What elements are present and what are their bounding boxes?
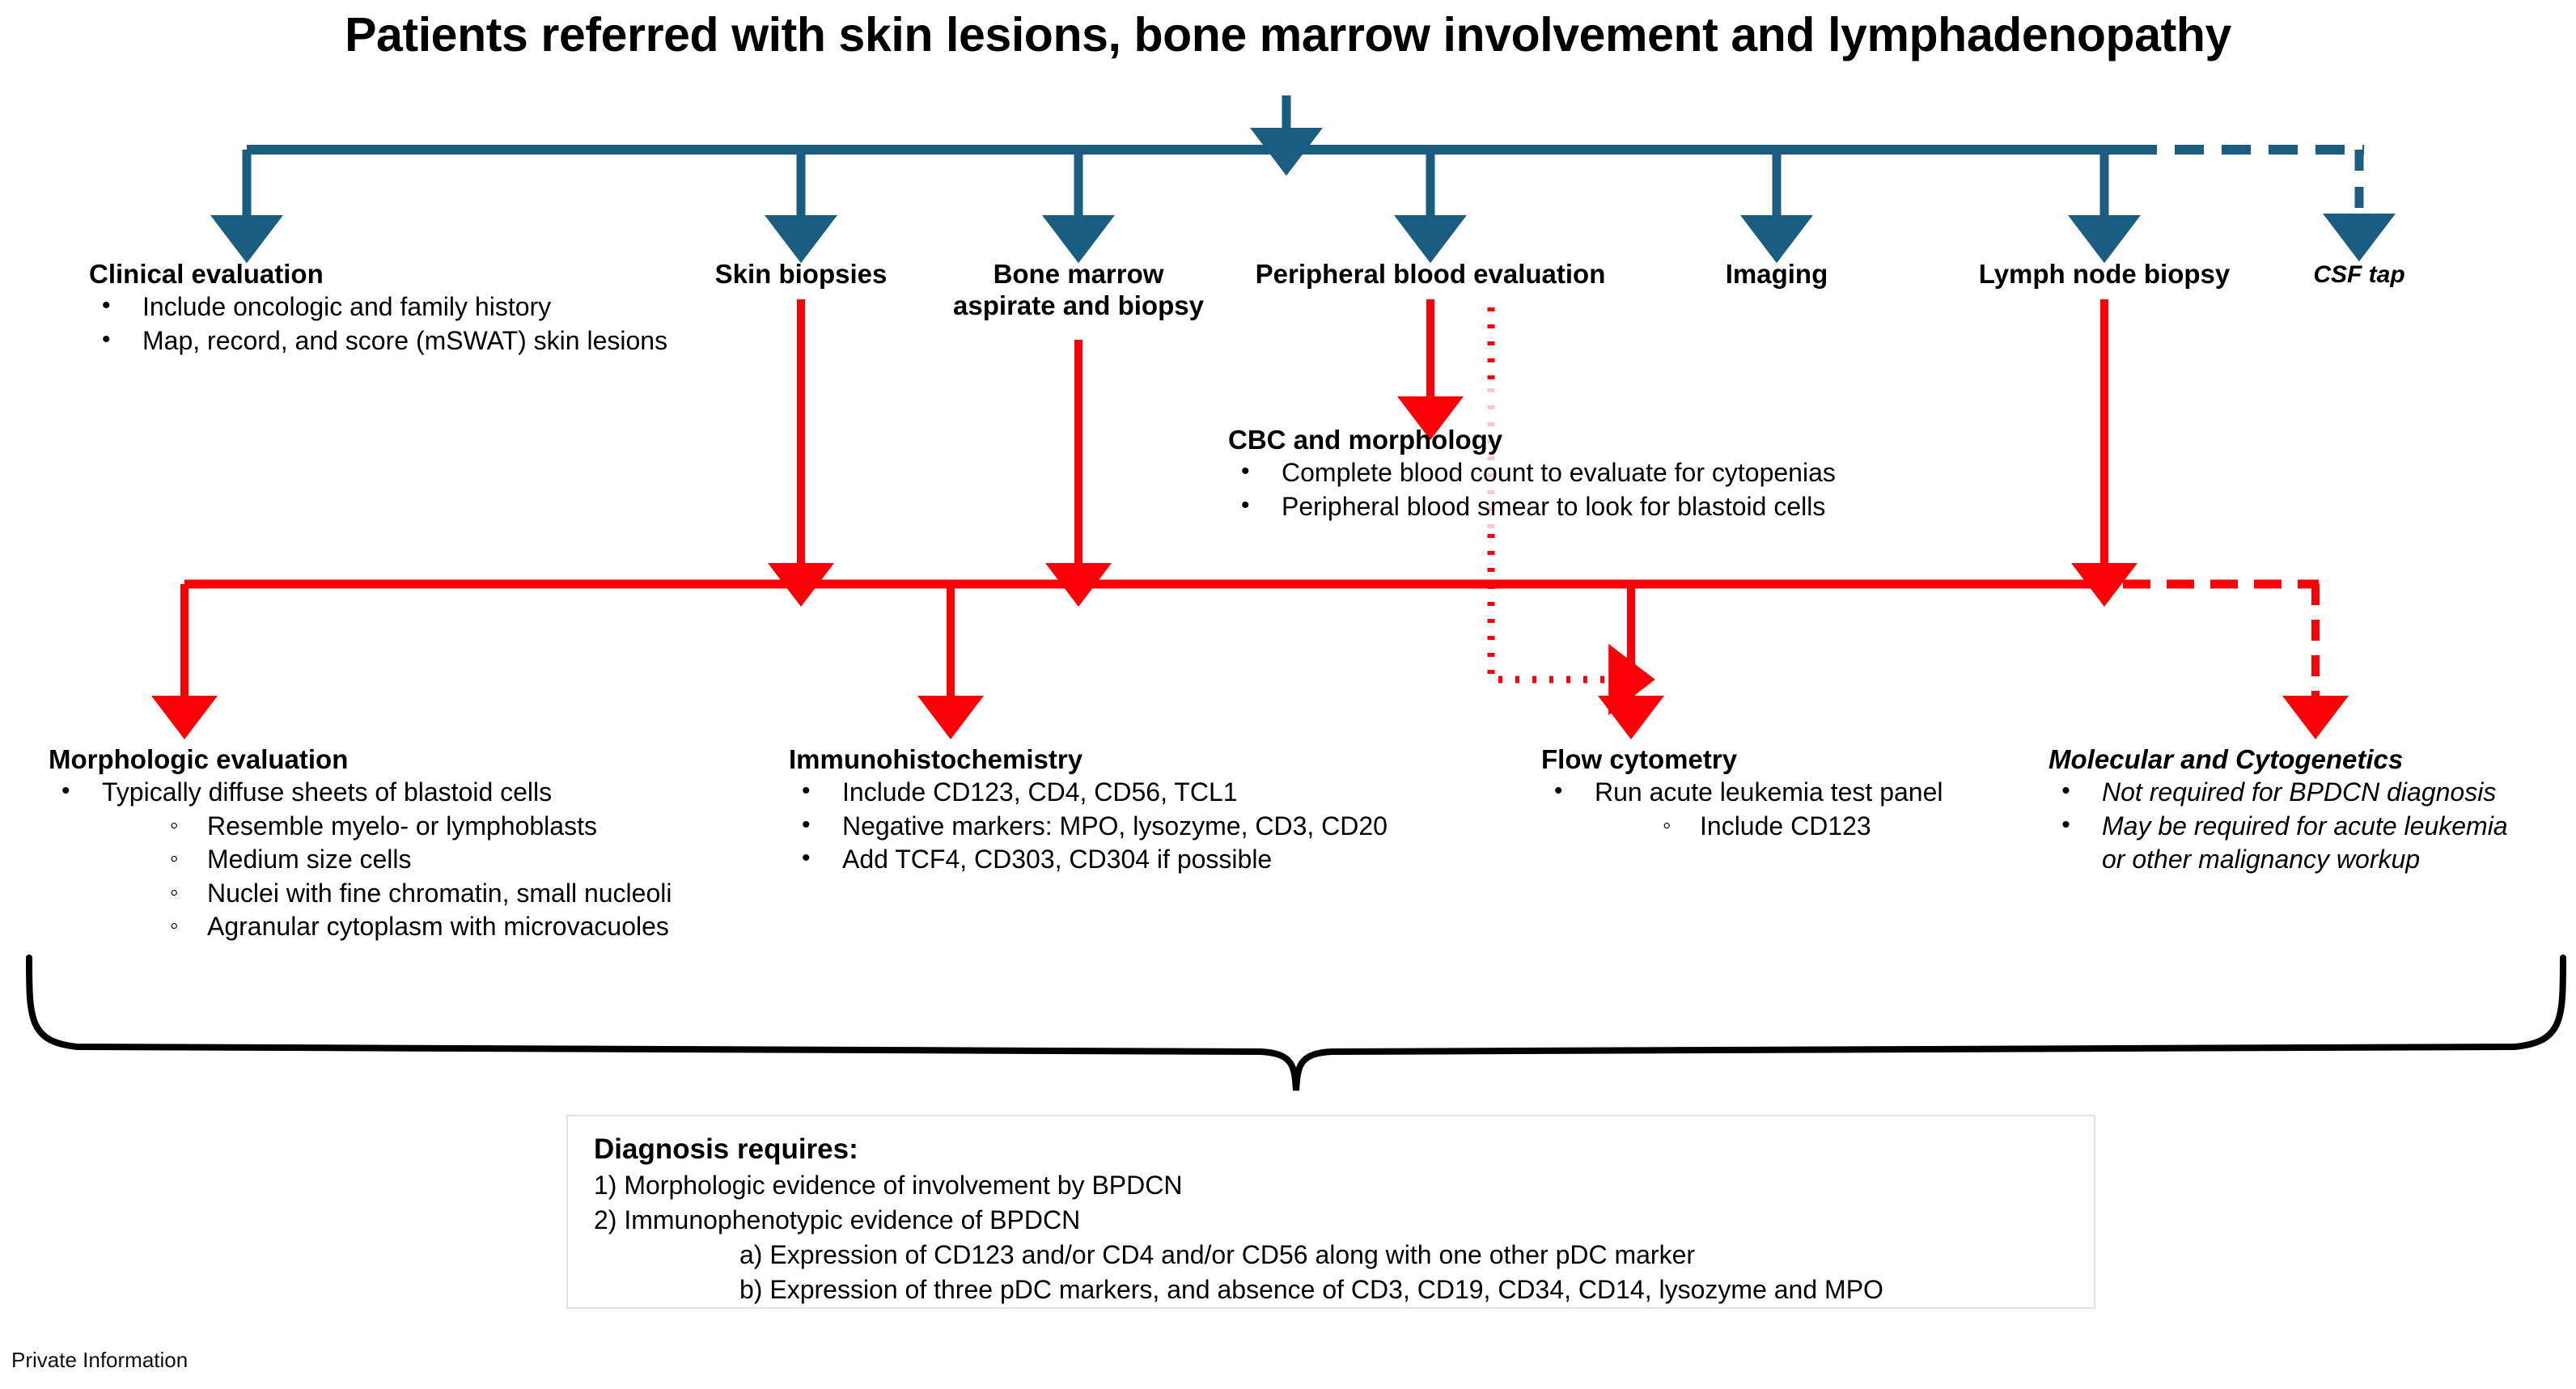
diagnosis-requires-box: Diagnosis requires: 1) Morphologic evide… — [566, 1115, 2095, 1309]
bone-marrow-header-line1: Bone marrow — [993, 259, 1164, 289]
immunohistochemistry-header: Immunohistochemistry — [789, 744, 1083, 774]
node-immunohistochemistry: Immunohistochemistry Include CD123, CD4,… — [789, 744, 1501, 877]
cbc-bullet: Complete blood count to evaluate for cyt… — [1228, 455, 2005, 490]
morphologic-evaluation-subbullet: Medium size cells — [49, 843, 825, 877]
node-flow-cytometry: Flow cytometry Run acute leukemia test p… — [1541, 744, 2043, 843]
imaging-header: Imaging — [1725, 259, 1828, 289]
flow-cytometry-header: Flow cytometry — [1541, 744, 1738, 774]
node-clinical-evaluation: Clinical evaluation Include oncologic an… — [89, 259, 752, 358]
node-morphologic-evaluation: Morphologic evaluation Typically diffuse… — [49, 744, 825, 944]
flow-cytometry-subbullet: Include CD123 — [1541, 810, 2043, 844]
morphologic-evaluation-bullet: Typically diffuse sheets of blastoid cel… — [49, 775, 825, 810]
node-cbc-and-morphology: CBC and morphology Complete blood count … — [1228, 425, 2005, 523]
diagnosis-subitem: a) Expression of CD123 and/or CD4 and/or… — [739, 1240, 1696, 1270]
summary-curly-brace — [26, 955, 2566, 1091]
skin-biopsies-header: Skin biopsies — [714, 259, 888, 289]
molecular-cytogenetics-bullet: Not required for BPDCN diagnosis — [2049, 775, 2576, 810]
cbc-bullet: Peripheral blood smear to look for blast… — [1228, 489, 2005, 524]
node-csf-tap: CSF tap — [2254, 260, 2464, 289]
morphologic-evaluation-subbullet: Nuclei with fine chromatin, small nucleo… — [49, 877, 825, 911]
immunohistochemistry-bullet: Add TCF4, CD303, CD304 if possible — [789, 842, 1501, 877]
lymph-node-biopsy-header: Lymph node biopsy — [1978, 259, 2231, 289]
clinical-evaluation-header: Clinical evaluation — [89, 259, 324, 289]
morphologic-evaluation-header: Morphologic evaluation — [49, 744, 349, 774]
molecular-cytogenetics-bullet: May be required for acute leukemia — [2049, 809, 2576, 844]
cbc-header: CBC and morphology — [1228, 425, 1503, 455]
peripheral-blood-header: Peripheral blood evaluation — [1255, 259, 1606, 289]
csf-tap-header: CSF tap — [2313, 261, 2405, 288]
diagnosis-item: 2) Immunophenotypic evidence of BPDCN — [594, 1205, 1081, 1235]
molecular-cytogenetics-header: Molecular and Cytogenetics — [2049, 744, 2404, 774]
immunohistochemistry-bullet: Include CD123, CD4, CD56, TCL1 — [789, 775, 1501, 810]
diagnosis-subitem: b) Expression of three pDC markers, and … — [739, 1274, 1883, 1304]
page-title: Patients referred with skin lesions, bon… — [345, 8, 2231, 61]
node-bone-marrow: Bone marrow aspirate and biopsy — [933, 259, 1224, 322]
flow-cytometry-bullet: Run acute leukemia test panel — [1541, 775, 2043, 810]
footer-private-information: Private Information — [11, 1348, 189, 1372]
immunohistochemistry-bullet: Negative markers: MPO, lysozyme, CD3, CD… — [789, 809, 1501, 844]
morphologic-evaluation-subbullet: Resemble myelo- or lymphoblasts — [49, 810, 825, 844]
clinical-evaluation-bullet: Map, record, and score (mSWAT) skin lesi… — [89, 324, 752, 358]
node-imaging: Imaging — [1655, 259, 1898, 290]
bone-marrow-header-line2: aspirate and biopsy — [953, 290, 1204, 320]
molecular-cytogenetics-bullet-wrap: or other malignancy workup — [2102, 845, 2421, 874]
node-peripheral-blood: Peripheral blood evaluation — [1228, 259, 1633, 290]
node-molecular-cytogenetics: Molecular and Cytogenetics Not required … — [2049, 744, 2576, 877]
clinical-evaluation-bullet: Include oncologic and family history — [89, 290, 752, 324]
diagnosis-item: 1) Morphologic evidence of involvement b… — [594, 1171, 1183, 1201]
diagnosis-header: Diagnosis requires: — [594, 1133, 858, 1165]
node-skin-biopsies: Skin biopsies — [680, 259, 922, 290]
node-lymph-node-biopsy: Lymph node biopsy — [1934, 259, 2274, 290]
morphologic-evaluation-subbullet: Agranular cytoplasm with microvacuoles — [49, 910, 825, 944]
